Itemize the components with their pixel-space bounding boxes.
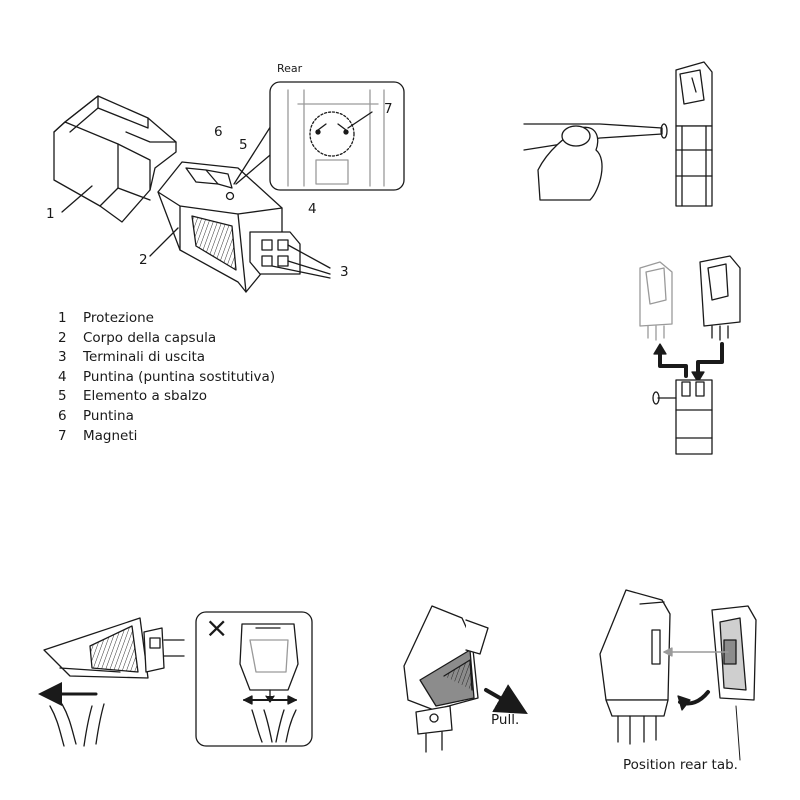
parts-legend: 1 Protezione 2 Corpo della capsula 3 Ter… bbox=[58, 309, 275, 446]
cartridge-swap-drawing bbox=[639, 255, 741, 455]
callout-leader-lines bbox=[61, 117, 277, 257]
callout-5: 5 bbox=[239, 137, 248, 153]
legend-item: 4 Puntina (puntina sostitutiva) bbox=[58, 368, 275, 388]
callout-6: 6 bbox=[214, 124, 223, 140]
legend-item: 1 Protezione bbox=[58, 309, 275, 329]
legend-item: 3 Terminali di uscita bbox=[58, 348, 275, 368]
legend-number: 7 bbox=[58, 427, 67, 444]
legend-text: Corpo della capsula bbox=[83, 329, 217, 346]
pull-caption: Pull. bbox=[491, 712, 520, 728]
callout-1: 1 bbox=[46, 206, 55, 222]
stylus-pull-drawing bbox=[38, 617, 185, 747]
stylus-removal-drawing bbox=[403, 605, 528, 753]
legend-number: 4 bbox=[58, 368, 67, 385]
legend-number: 3 bbox=[58, 349, 67, 366]
rear-tab-position-drawing bbox=[599, 589, 757, 761]
callout-2: 2 bbox=[139, 252, 148, 268]
legend-item: 2 Corpo della capsula bbox=[58, 329, 275, 349]
legend-number: 6 bbox=[58, 407, 67, 424]
legend-text: Magneti bbox=[83, 427, 138, 444]
legend-number: 2 bbox=[58, 329, 67, 346]
prohibited-x-icon: × bbox=[205, 611, 229, 644]
legend-item: 5 Elemento a sbalzo bbox=[58, 387, 275, 407]
position-rear-tab-caption: Position rear tab. bbox=[623, 757, 738, 773]
legend-item: 7 Magneti bbox=[58, 427, 275, 447]
legend-text: Elemento a sbalzo bbox=[83, 388, 207, 405]
legend-item: 6 Puntina bbox=[58, 407, 275, 427]
callout-7: 7 bbox=[384, 101, 393, 117]
callout-3: 3 bbox=[340, 264, 349, 280]
legend-number: 5 bbox=[58, 388, 67, 405]
screwdriver-step-drawing bbox=[523, 61, 713, 207]
callout-4: 4 bbox=[308, 201, 317, 217]
cartridge-body-drawing bbox=[157, 161, 331, 293]
legend-text: Puntina (puntina sostitutiva) bbox=[83, 368, 276, 385]
legend-number: 1 bbox=[58, 310, 67, 326]
rear-inset-label: Rear bbox=[277, 62, 303, 75]
prohibited-panel bbox=[195, 611, 313, 747]
legend-text: Protezione bbox=[83, 310, 154, 326]
legend-text: Puntina bbox=[83, 407, 134, 424]
rear-inset-frame bbox=[269, 81, 405, 191]
legend-text: Terminali di uscita bbox=[83, 349, 206, 366]
protective-guard-drawing bbox=[53, 95, 177, 223]
